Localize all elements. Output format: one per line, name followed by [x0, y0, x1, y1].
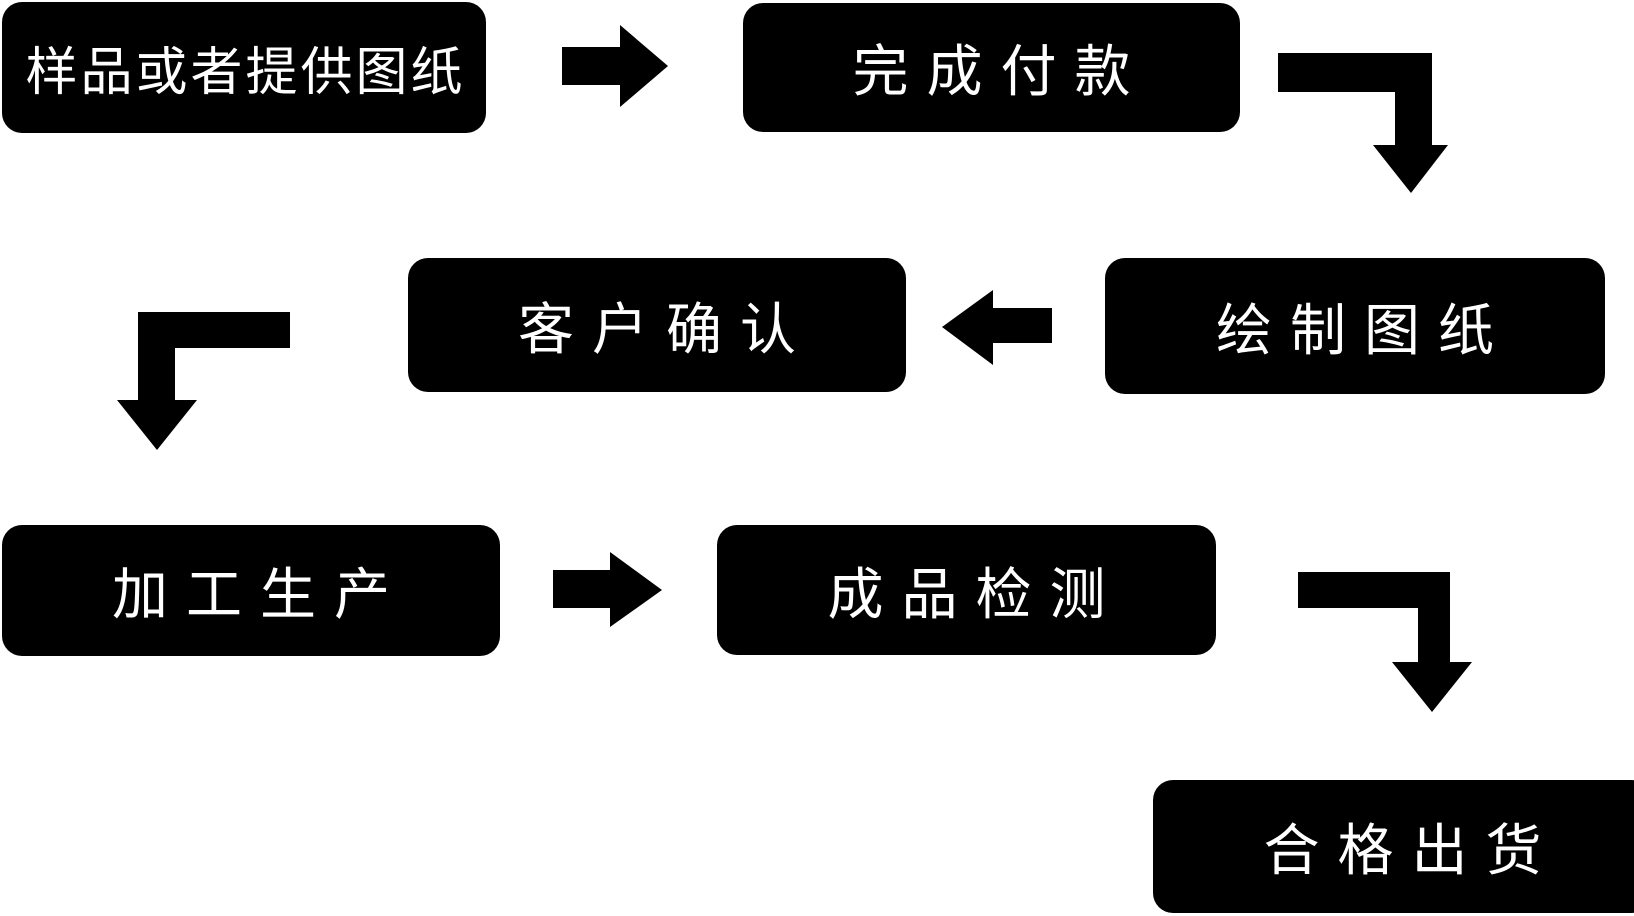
arrow-right-icon — [553, 552, 662, 627]
arrow-left-icon — [942, 290, 1052, 365]
arrow-right-icon — [562, 25, 668, 107]
flow-node-production: 加工生产 — [2, 525, 500, 656]
flow-node-shipment: 合格出货 — [1153, 780, 1634, 913]
flow-node-customer-confirm: 客户确认 — [408, 258, 906, 392]
arrow-elbow-down-right-icon — [1278, 53, 1448, 193]
flow-node-inspection: 成品检测 — [717, 525, 1216, 655]
flow-node-sample-or-drawing: 样品或者提供图纸 — [2, 2, 486, 133]
arrow-elbow-down-right-icon — [1298, 572, 1472, 712]
flow-node-payment: 完成付款 — [743, 3, 1240, 132]
flow-node-draw-drawing: 绘制图纸 — [1105, 258, 1605, 394]
arrow-elbow-down-left-icon — [117, 312, 290, 450]
